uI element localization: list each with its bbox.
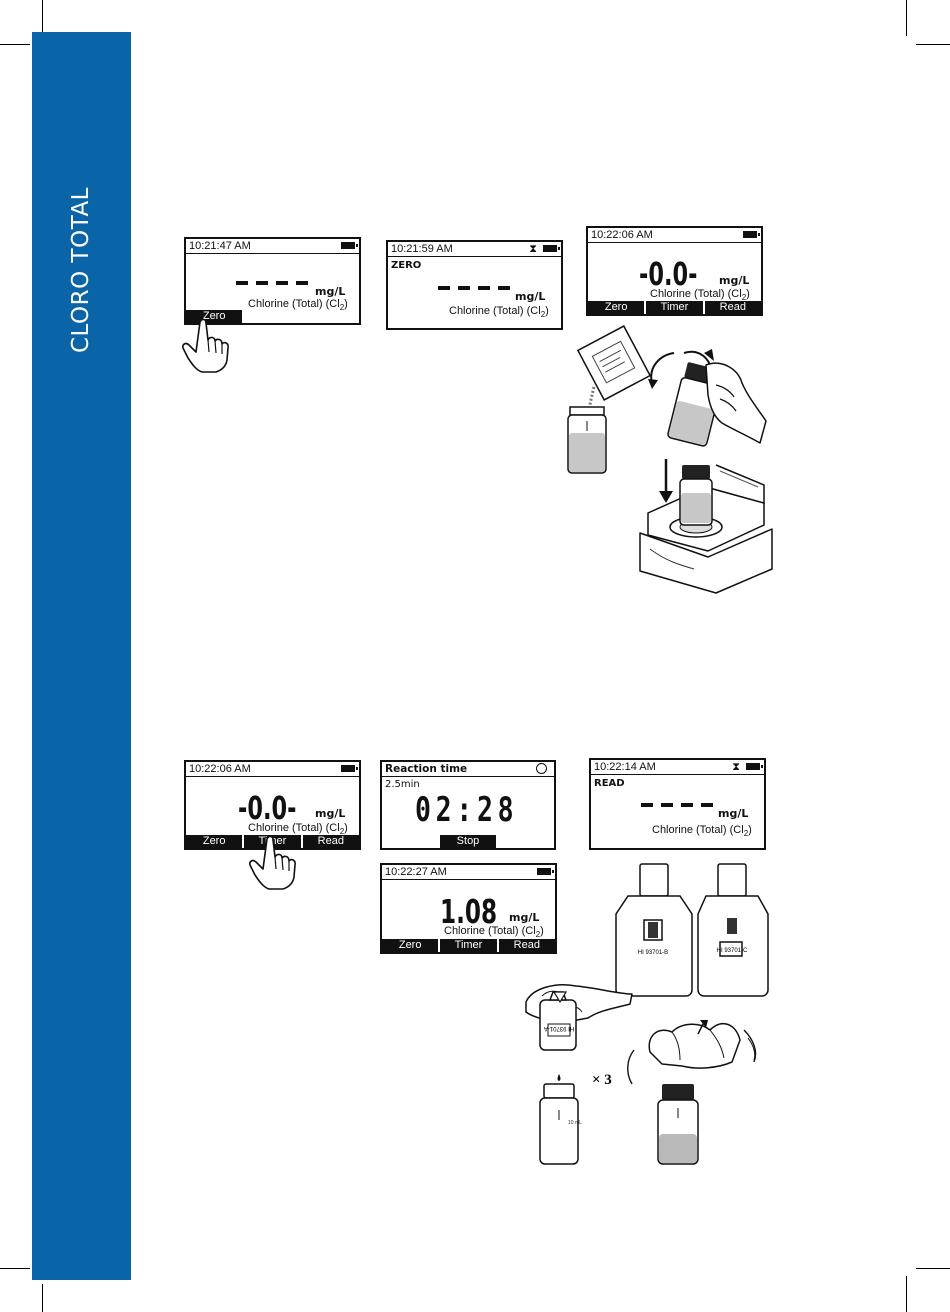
meter-screen-read-measuring: 10:22:14 AM ⧗ READ mg/L Chlorine (Total)… bbox=[589, 758, 766, 850]
crop-mark bbox=[916, 1268, 950, 1269]
screen-time: 10:22:14 AM bbox=[591, 760, 764, 775]
drops-count: × 3 bbox=[592, 1072, 612, 1088]
svg-text:10 mL: 10 mL bbox=[568, 1120, 582, 1126]
reading-dash bbox=[498, 286, 510, 290]
dropper-label: HI 93701-A bbox=[544, 1025, 574, 1031]
softkey-bar: Zero Timer Read bbox=[382, 939, 555, 952]
softkey-bar: Zero bbox=[186, 310, 359, 323]
parameter-label: Chlorine (Total) (Cl2) bbox=[248, 822, 348, 837]
battery-icon bbox=[537, 868, 554, 875]
meter-screen-zero-done: 10:22:06 AM -0.0- mg/L Chlorine (Total) … bbox=[586, 226, 763, 316]
zero-softkey[interactable]: Zero bbox=[382, 939, 439, 952]
screen-time: 10:22:06 AM bbox=[186, 762, 359, 777]
reading-dash bbox=[276, 281, 288, 285]
sidebar-band bbox=[32, 32, 131, 1280]
parameter-label: Chlorine (Total) (Cl2) bbox=[652, 824, 752, 839]
unit-label: mg/L bbox=[515, 290, 546, 303]
timer-softkey[interactable]: Timer bbox=[440, 939, 497, 952]
pointing-hand-icon bbox=[249, 835, 296, 890]
stopwatch-icon bbox=[536, 763, 547, 774]
reading-dash bbox=[661, 803, 673, 807]
crop-mark bbox=[0, 1268, 30, 1269]
battery-icon bbox=[341, 242, 358, 249]
zero-softkey[interactable]: Zero bbox=[186, 835, 243, 848]
read-softkey[interactable]: Read bbox=[498, 939, 555, 952]
reagent-drops-illustration: HI 93701-B HI 93701-C HI 93701-A × 3 10 … bbox=[525, 863, 769, 1165]
reading-dash bbox=[641, 803, 653, 807]
reading-dash bbox=[478, 286, 490, 290]
bottle-label: HI 93701-C bbox=[717, 948, 748, 954]
meter-screen-timer-prompt: 10:22:06 AM -0.0- mg/L Chlorine (Total) … bbox=[184, 760, 361, 850]
reading-dash bbox=[458, 286, 470, 290]
screen-time: 10:22:06 AM bbox=[588, 228, 761, 243]
meter-screen-zero-measuring: 10:21:59 AM ⧗ ZERO mg/L Chlorine (Total)… bbox=[386, 240, 563, 330]
meter-screen-zero-prompt: 10:21:47 AM mg/L Chlorine (Total) (Cl2) … bbox=[184, 237, 361, 325]
reading-dash bbox=[681, 803, 693, 807]
screen-time: 10:21:47 AM bbox=[186, 239, 359, 254]
unit-label: mg/L bbox=[719, 274, 750, 287]
hourglass-icon: ⧗ bbox=[529, 243, 537, 255]
battery-icon bbox=[743, 231, 760, 238]
unit-label: mg/L bbox=[315, 807, 346, 820]
crop-mark bbox=[42, 0, 43, 46]
screen-time: 10:21:59 AM bbox=[388, 242, 561, 257]
reading-dash bbox=[701, 803, 713, 807]
countdown-display: 02:28 bbox=[415, 790, 519, 830]
pointing-hand-icon bbox=[182, 318, 229, 373]
parameter-label: Chlorine (Total) (Cl2) bbox=[444, 925, 544, 940]
reagent-addition-illustration bbox=[567, 325, 773, 594]
status-label: READ bbox=[594, 778, 625, 789]
parameter-label: Chlorine (Total) (Cl2) bbox=[248, 298, 348, 313]
hourglass-icon: ⧗ bbox=[732, 761, 740, 773]
reading-dash bbox=[296, 281, 308, 285]
battery-icon bbox=[341, 765, 358, 772]
reading-dash bbox=[256, 281, 268, 285]
unit-label: mg/L bbox=[718, 807, 749, 820]
section-title: CLORO TOTAL bbox=[68, 186, 94, 354]
reading-value: -0.0- bbox=[639, 255, 698, 293]
battery-icon bbox=[543, 245, 560, 252]
timer-title: Reaction time bbox=[382, 762, 554, 777]
crop-mark bbox=[916, 44, 950, 45]
reading-dash bbox=[236, 281, 248, 285]
unit-label: mg/L bbox=[315, 285, 346, 298]
meter-screen-result: 10:22:27 AM 1.08 mg/L Chlorine (Total) (… bbox=[380, 863, 557, 954]
zero-softkey[interactable]: Zero bbox=[186, 310, 243, 323]
softkey-bar: Zero Timer Read bbox=[588, 301, 761, 314]
reading-value: 1.08 bbox=[440, 892, 498, 931]
zero-softkey[interactable]: Zero bbox=[588, 301, 645, 314]
crop-mark bbox=[906, 0, 907, 36]
screen-time: 10:22:27 AM bbox=[382, 865, 555, 880]
battery-icon bbox=[746, 763, 763, 770]
reading-dash bbox=[438, 286, 450, 290]
parameter-label: Chlorine (Total) (Cl2) bbox=[650, 288, 750, 303]
status-label: ZERO bbox=[391, 260, 422, 271]
read-softkey[interactable]: Read bbox=[704, 301, 761, 314]
crop-mark bbox=[906, 1276, 907, 1312]
crop-mark bbox=[0, 44, 30, 45]
softkey-bar: Stop bbox=[382, 835, 554, 848]
read-softkey[interactable]: Read bbox=[302, 835, 359, 848]
reading-value: -0.0- bbox=[238, 789, 297, 827]
unit-label: mg/L bbox=[509, 911, 540, 924]
meter-screen-reaction-timer: Reaction time 2.5min 02:28 Stop bbox=[380, 760, 556, 850]
timer-softkey[interactable]: Timer bbox=[646, 301, 703, 314]
parameter-label: Chlorine (Total) (Cl2) bbox=[449, 305, 549, 320]
stop-softkey[interactable]: Stop bbox=[440, 835, 496, 848]
timer-duration: 2.5min bbox=[385, 779, 420, 790]
bottle-label: HI 93701-B bbox=[638, 950, 668, 956]
crop-mark bbox=[42, 1284, 43, 1312]
